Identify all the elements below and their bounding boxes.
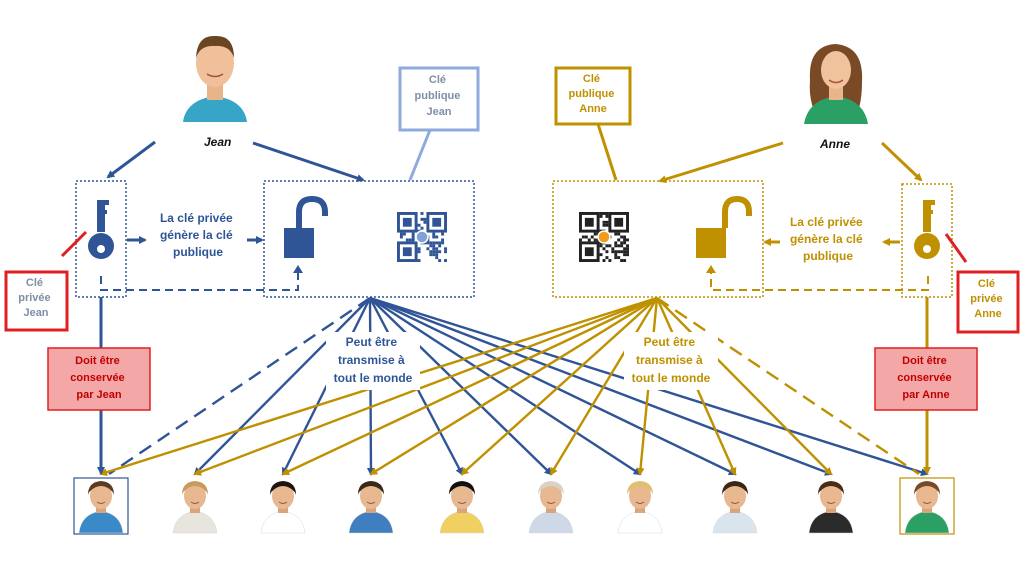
anne-transmit-line-1: Peut être	[644, 335, 696, 349]
jean-fan-arrow	[369, 296, 737, 476]
anne-generates-line-2: génère la clé	[790, 232, 863, 246]
anne-fan-arrow	[656, 297, 833, 476]
person-avatar-icon	[439, 481, 485, 534]
anne-private-line-2: privée	[970, 293, 1002, 305]
anne-public-key-line-1: Clé	[583, 73, 600, 85]
person-avatar-icon	[172, 481, 218, 534]
anne-fan-arrow	[281, 296, 658, 476]
anne-name: Anne	[819, 137, 850, 151]
anne-generates-line-3: publique	[803, 249, 853, 263]
svg-text:Doit être conservée: Doit être conservée par Jean	[70, 355, 128, 401]
jean-dashed-link	[100, 270, 299, 291]
jean-generates-line-3: publique	[173, 245, 223, 259]
jean-transmit-line-1: Peut être	[346, 335, 398, 349]
anne-fan-arrow	[369, 296, 658, 476]
key-icon	[914, 200, 940, 259]
svg-text:Peut être transmise à: Peut être transmise à tout le monde	[334, 335, 413, 385]
anne-private-line-3: Anne	[974, 308, 1002, 320]
person-avatar-icon	[348, 481, 394, 534]
person-avatar-icon	[617, 481, 663, 534]
anne-to-public-arrow	[658, 141, 784, 184]
anne-private-line-1: Clé	[978, 278, 995, 290]
jean-generates-line-1: La clé privée	[160, 211, 233, 225]
jean-private-line-2: privée	[18, 292, 50, 304]
qr-code-icon	[397, 212, 447, 262]
person-avatar-icon	[712, 481, 758, 534]
anne-fan-arrow	[460, 297, 658, 476]
svg-text:Doit être conservée: Doit être conservée par Anne	[897, 355, 955, 401]
person-avatar-icon	[899, 477, 955, 535]
jean-public-key-box	[263, 180, 475, 298]
key-icon	[88, 200, 114, 259]
anne-private-key-callout: Clé privée Anne	[956, 270, 1020, 334]
jean-fan-arrow	[193, 297, 371, 476]
anne-keep-line-2: conservée	[897, 372, 951, 384]
person-avatar-icon	[73, 477, 129, 535]
jean-public-key-callout: Clé publique Jean	[398, 66, 480, 181]
jean-public-key-line-1: Clé	[429, 74, 446, 86]
anne-dashed-link	[710, 270, 929, 291]
anne-generates-line-1: La clé privée	[790, 215, 863, 229]
jean-keep-line-1: Doit être	[75, 355, 120, 367]
jean-private-line-1: Clé	[26, 277, 43, 289]
jean-keep-private-box: Doit être conservée par Jean	[47, 347, 151, 411]
jean-fan-arrow	[369, 296, 642, 476]
jean-fan-arrow	[369, 296, 833, 476]
qr-code-icon	[579, 212, 629, 262]
svg-text:Clé publique Jean: Clé publique Jean	[415, 74, 464, 118]
jean-private-key-callout: Clé privée Jean	[4, 270, 69, 332]
anne-public-key-line-3: Anne	[579, 103, 607, 115]
distribution-arrows	[99, 296, 929, 477]
jean-private-pointer	[60, 230, 88, 258]
jean-transmit-line-2: transmise à	[338, 353, 405, 367]
person-avatar-icon	[260, 481, 306, 534]
anne-fan-arrow-dashed	[656, 297, 920, 475]
svg-text:Peut être transmise à: Peut être transmise à tout le monde	[632, 335, 711, 385]
svg-text:Clé privée Anne: Clé privée Anne	[970, 278, 1005, 320]
anne-transmit-label: Peut être transmise à tout le monde	[624, 332, 718, 390]
svg-text:Clé publique Anne: Clé publique Anne	[569, 73, 618, 115]
anne-keep-line-1: Doit être	[902, 355, 947, 367]
jean-fan-arrow	[369, 297, 553, 476]
anne-transmit-line-3: tout le monde	[632, 371, 711, 385]
anne-transmit-line-2: transmise à	[636, 353, 703, 367]
jean-to-key-arrow	[106, 140, 156, 179]
padlock-open-icon	[696, 195, 752, 258]
anne-public-key-line-2: publique	[569, 88, 615, 100]
svg-text:La clé privée génère la cl: La clé privée génère la clé publique	[790, 215, 866, 263]
anne-fan-arrow	[549, 297, 659, 476]
anne-public-key-callout: Clé publique Anne	[554, 66, 632, 181]
jean-to-public-arrow	[252, 141, 365, 182]
jean-keep-line-3: par Jean	[76, 389, 122, 401]
anne-private-pointer	[944, 233, 968, 263]
anne-fan-arrow	[193, 296, 658, 476]
jean-public-key-line-2: publique	[415, 90, 461, 102]
jean-public-key-line-3: Jean	[426, 106, 451, 118]
jean-transmit-line-3: tout le monde	[334, 371, 413, 385]
padlock-open-icon	[284, 195, 328, 258]
anne-portrait	[800, 42, 872, 124]
person-avatar-icon	[528, 481, 574, 534]
jean-portrait	[180, 30, 250, 122]
jean-transmit-label: Peut être transmise à tout le monde	[326, 332, 420, 390]
jean-generates-line-2: génère la clé	[160, 228, 233, 242]
svg-text:Clé privée Jean: Clé privée Jean	[18, 277, 53, 319]
jean-private-key-box	[75, 180, 127, 298]
recipient-row	[73, 477, 955, 535]
jean-name: Jean	[204, 135, 231, 149]
person-avatar-icon	[808, 481, 854, 534]
anne-keep-private-box: Doit être conservée par Anne	[874, 347, 978, 411]
anne-keep-line-3: par Anne	[902, 389, 949, 401]
jean-keep-line-2: conservée	[70, 372, 124, 384]
jean-fan-arrow-dashed	[108, 297, 371, 475]
jean-private-line-3: Jean	[23, 307, 48, 319]
anne-to-key-arrow	[880, 141, 923, 182]
svg-text:La clé privée génère la cl: La clé privée génère la clé publique	[160, 211, 236, 259]
